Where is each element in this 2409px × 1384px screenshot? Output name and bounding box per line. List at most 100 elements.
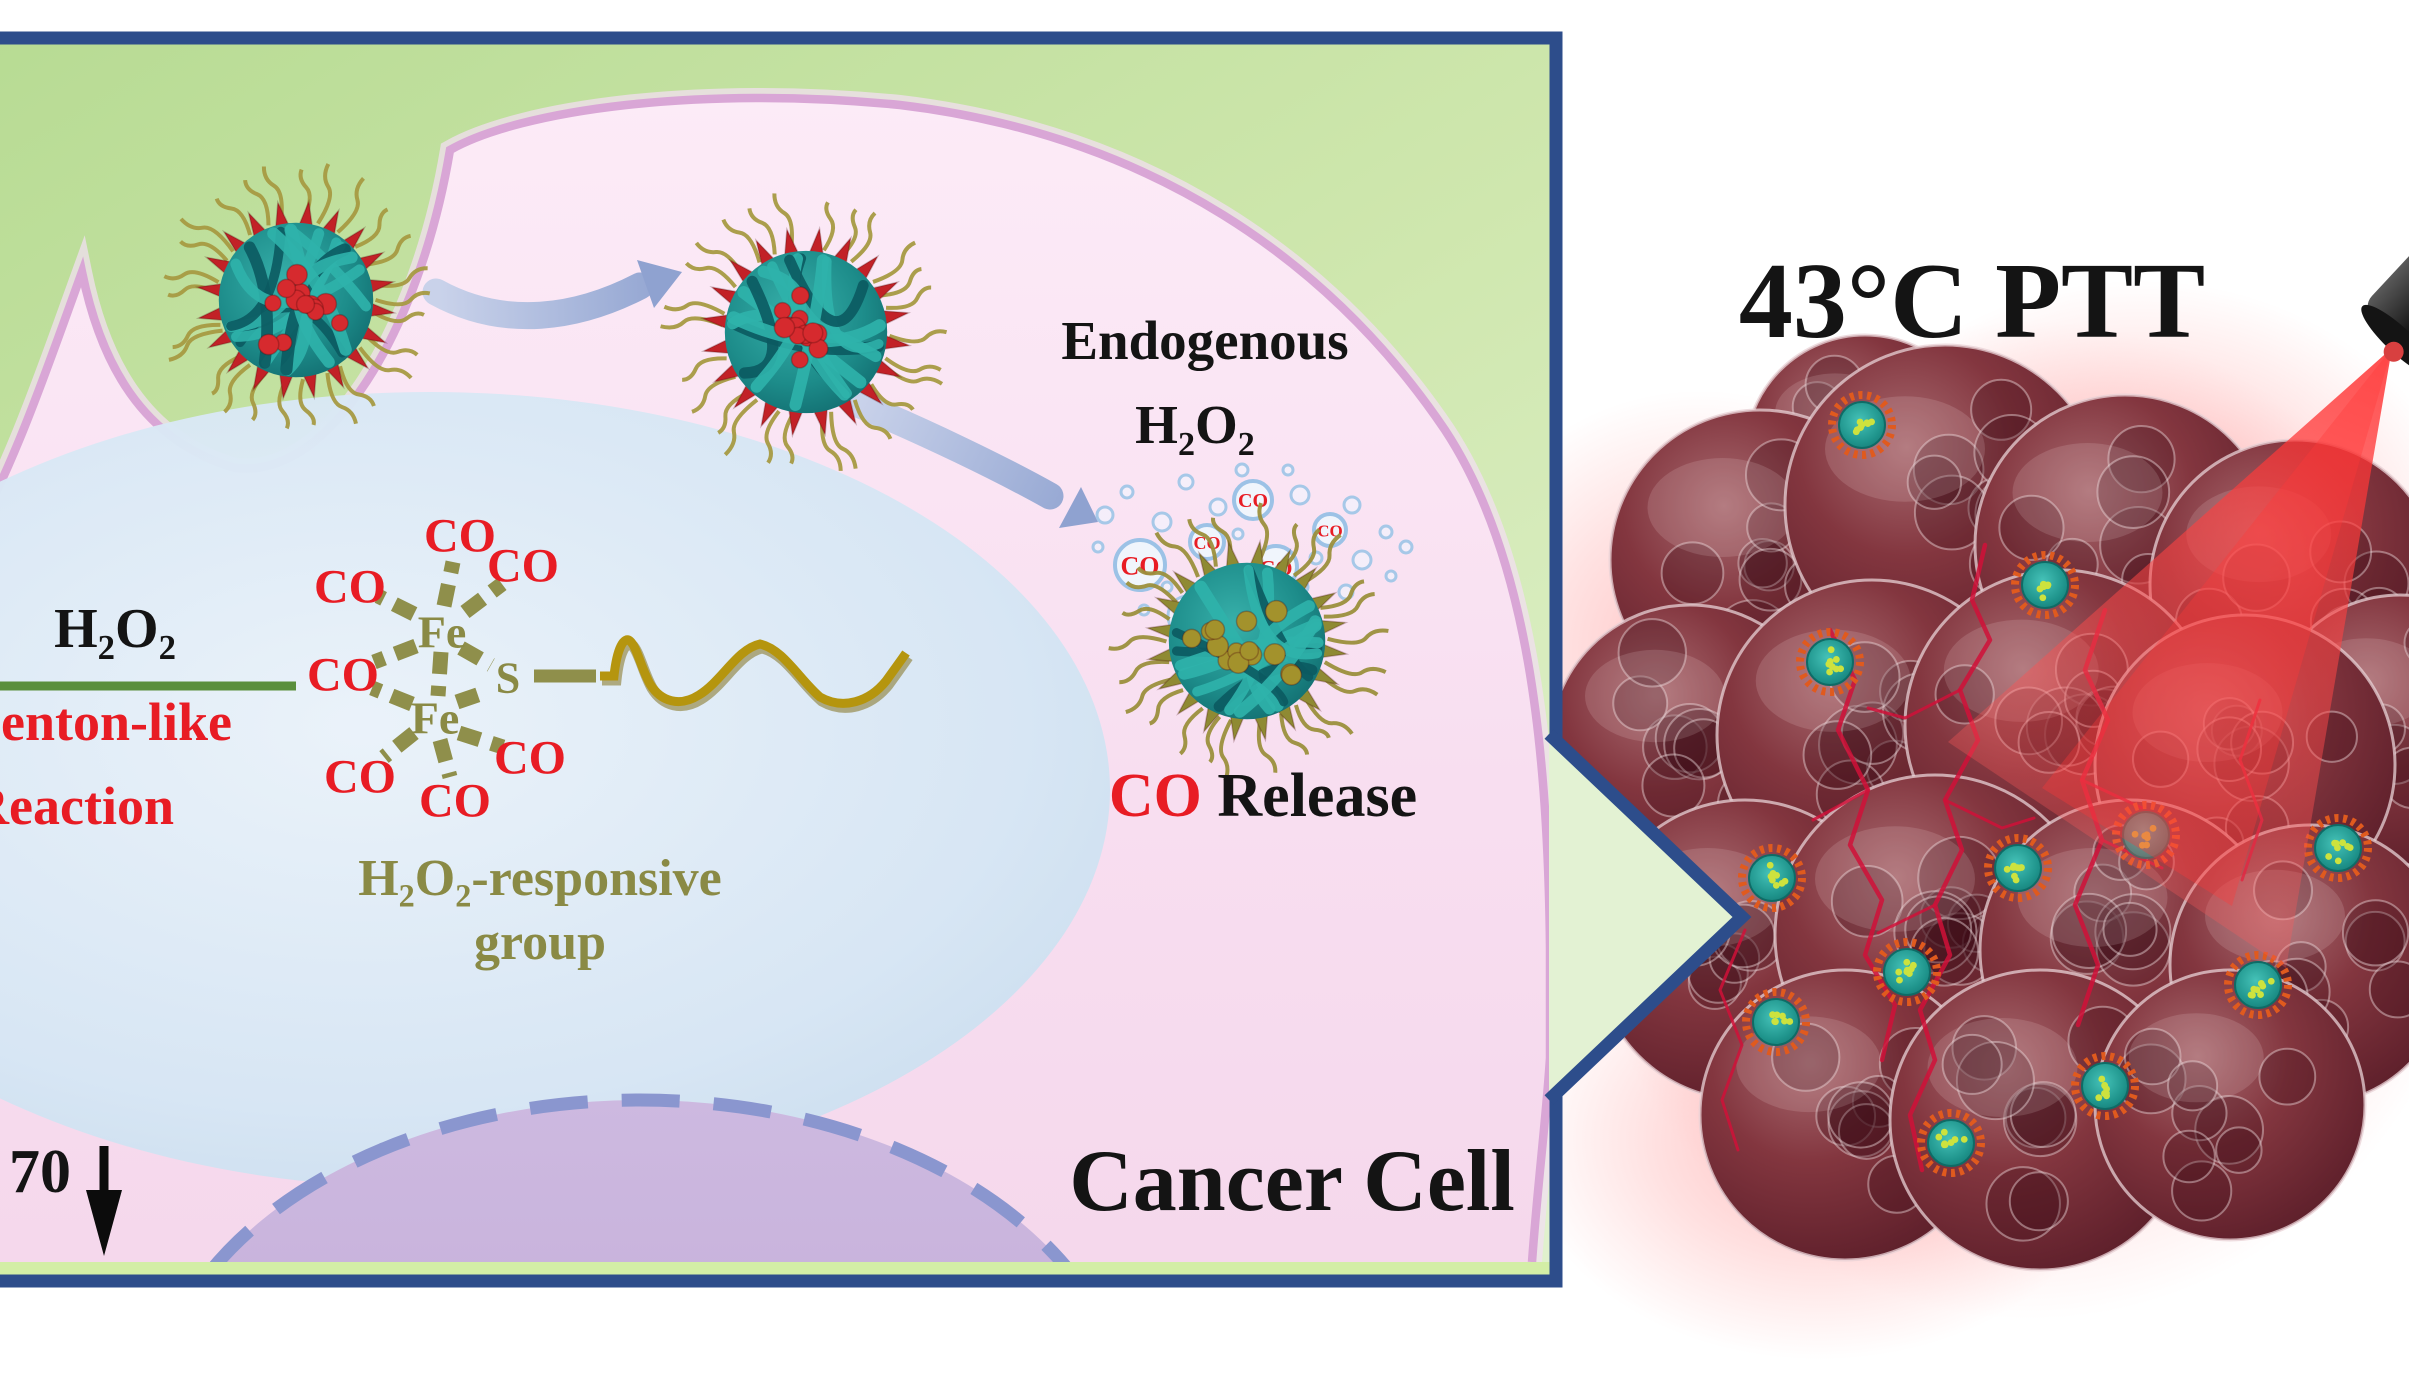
corona-hair	[1125, 676, 1177, 715]
tumor-bump	[1934, 664, 1995, 725]
dot-core	[2234, 961, 2282, 1009]
atom-label: CO	[419, 775, 491, 828]
ptt-temperature-label: 43°C PTT	[1738, 242, 2206, 361]
tumor-nanoparticle	[1828, 391, 1896, 459]
atom-label: CO	[307, 649, 379, 702]
gas-bubble	[1234, 462, 1250, 478]
tumor-bump	[2344, 910, 2406, 972]
tumor-bump	[1906, 454, 1963, 510]
corona-hair	[1318, 673, 1379, 697]
dot-speck	[2344, 842, 2351, 850]
corona-hair	[172, 322, 221, 350]
cargo-dot	[1263, 643, 1287, 666]
spike-ring	[2071, 1052, 2139, 1120]
fe-co-bond	[436, 560, 461, 608]
tumor-highlight	[2017, 848, 2168, 947]
endosome-region	[0, 392, 1110, 1188]
dot-speck	[2101, 1081, 2108, 1089]
reaction-label: Reaction	[0, 776, 174, 836]
h2o2-substrate-label: H2O2	[54, 598, 176, 668]
gas-bubble	[1342, 495, 1362, 515]
tumor-bump	[1642, 714, 1708, 780]
nanoparticle-red	[660, 193, 948, 471]
tumor-bump	[1955, 1041, 2035, 1121]
corona-hair	[373, 311, 425, 324]
dot-speck	[1868, 418, 1875, 426]
corona-hair	[374, 290, 431, 307]
dot-speck	[1852, 428, 1860, 436]
corona-hair	[1293, 704, 1331, 739]
dot-speck	[1940, 1141, 1948, 1149]
co-bubble-label: CO	[1121, 552, 1160, 581]
core-strand	[784, 254, 869, 327]
tumor-bump	[2403, 627, 2409, 659]
corona-hair	[243, 179, 271, 226]
cargo-dot	[257, 333, 280, 356]
dot-speck	[1781, 1017, 1788, 1025]
corona-hair	[1256, 720, 1278, 773]
core-strand	[738, 275, 779, 379]
tumor-bump	[1951, 1015, 2017, 1081]
cargo-dot	[773, 316, 796, 339]
corona-hair	[298, 378, 316, 426]
dot-speck	[2267, 977, 2275, 985]
gas-bubble	[1091, 540, 1105, 554]
gas-bubble	[1281, 463, 1295, 477]
tumor-bump	[2107, 425, 2176, 494]
atom-label: S	[496, 654, 520, 703]
corona-hair	[1187, 518, 1218, 567]
arrow-uptake-2-head	[1059, 487, 1098, 528]
laser-emitter-icon	[2383, 341, 2404, 362]
spike-ring	[1742, 988, 1810, 1056]
tumor-nanoparticle	[1742, 988, 1810, 1056]
spike-ring	[2224, 951, 2292, 1019]
dot-speck	[1837, 665, 1845, 673]
tumor-bump	[1985, 1166, 2061, 1242]
tumor-bump	[2258, 1047, 2317, 1106]
corona-hair	[782, 413, 795, 465]
cargo-dot	[1181, 628, 1202, 649]
tumor-bump	[2194, 1095, 2265, 1165]
tumor-bump	[1737, 538, 1788, 589]
corona-hair	[338, 365, 376, 407]
dot-speck	[1858, 421, 1866, 429]
corona-hair	[884, 356, 942, 374]
gas-bubble	[1208, 497, 1228, 517]
tumor-bump	[2073, 863, 2133, 923]
corona-hair	[888, 329, 948, 344]
corona-hair	[1178, 706, 1204, 756]
cargo-dot	[1280, 664, 1303, 686]
fe-co-bond	[460, 578, 507, 618]
nucleus	[194, 1093, 1086, 1281]
tumor-bump	[2368, 960, 2409, 1019]
dot-speck	[2253, 986, 2261, 994]
dot-speck	[1827, 646, 1835, 654]
tumor-bump	[2002, 1082, 2078, 1158]
tumor-bump	[2004, 1086, 2067, 1149]
corona-hair	[373, 266, 428, 288]
corona-hair	[1303, 696, 1354, 735]
tumor-bump	[1738, 547, 1803, 612]
corona-hair	[820, 413, 843, 471]
tumor-nanoparticle	[2304, 814, 2372, 882]
corona-hair	[168, 328, 223, 362]
fe-co-bond	[430, 651, 449, 697]
tumor-nanoparticle-dots	[1738, 391, 2372, 1177]
spike-ring	[1984, 834, 2052, 902]
tumor-nanoparticle	[1738, 844, 1806, 912]
dot-speck	[2018, 864, 2025, 871]
dot-speck	[1772, 881, 1780, 889]
fe-co-bond	[456, 725, 506, 755]
dot-speck	[2331, 839, 2339, 847]
dot-speck	[1896, 976, 1903, 984]
blood-vessel	[1876, 903, 1937, 935]
corona-hair	[717, 390, 750, 435]
dot-speck	[1895, 968, 1903, 976]
corona-hair	[1281, 522, 1299, 571]
corona-hair	[721, 218, 762, 263]
dot-speck	[2011, 872, 2018, 880]
blood-vessel	[1827, 627, 1898, 1063]
tumor-nanoparticle	[1984, 834, 2052, 902]
spike-ring	[1828, 391, 1896, 459]
atom-label: CO	[487, 540, 559, 593]
